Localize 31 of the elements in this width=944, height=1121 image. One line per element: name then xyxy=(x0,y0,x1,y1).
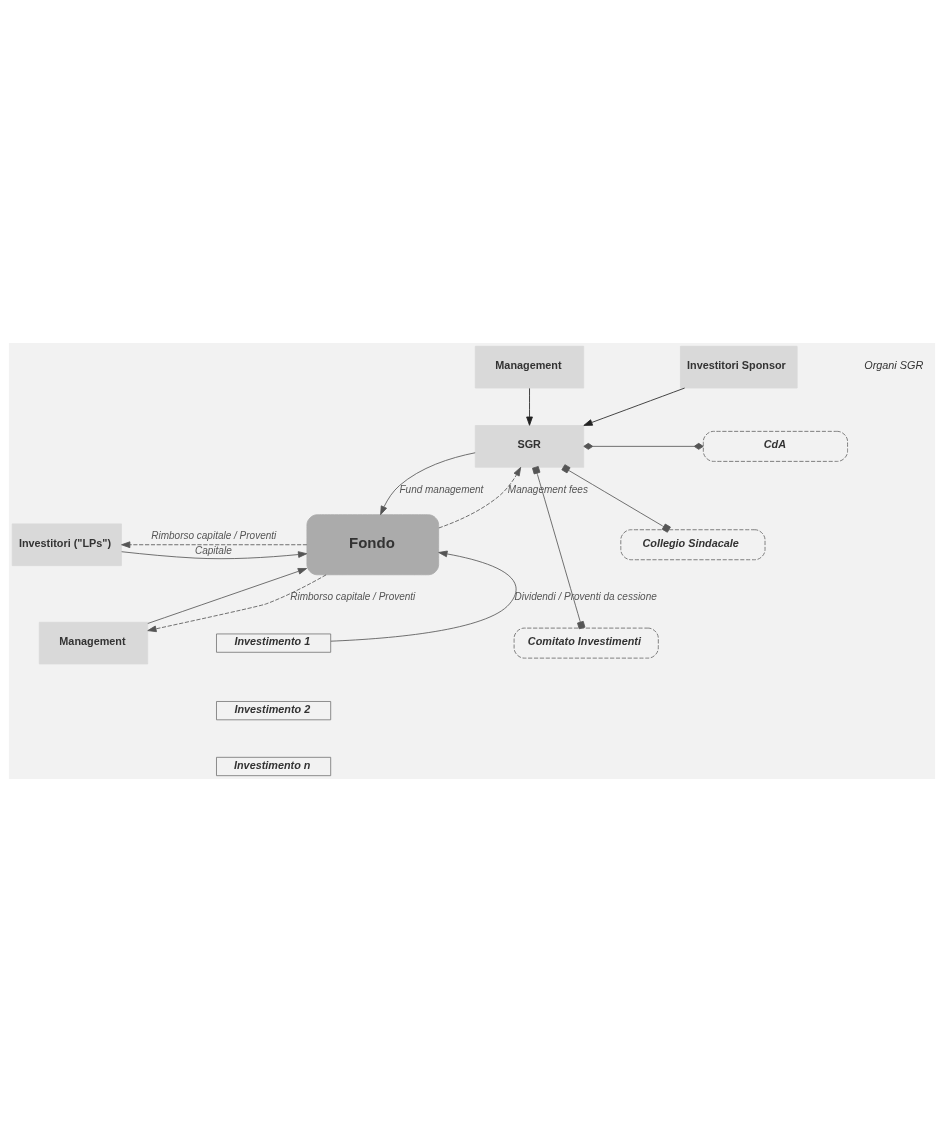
edge-label: Rimborso capitale / Proventi xyxy=(151,529,277,541)
connector xyxy=(532,465,586,629)
node-box: Comitato Investimenti xyxy=(513,627,659,659)
arrow xyxy=(380,451,476,515)
connector xyxy=(583,442,704,450)
edge-label: Fund management xyxy=(399,483,484,495)
node-box: SGR xyxy=(474,424,585,468)
arrow xyxy=(147,573,327,632)
node-box: Investimento 1 xyxy=(216,633,332,653)
connector xyxy=(561,463,671,533)
node-box: Investimento 2 xyxy=(216,700,332,720)
label: Organi SGR xyxy=(864,358,924,371)
edge-label: Management fees xyxy=(507,483,588,495)
node-box: Investimento n xyxy=(216,756,332,776)
arrow xyxy=(147,567,308,624)
edge-label: Dividendi / Proventi da cessione xyxy=(514,590,657,602)
arrow xyxy=(330,550,517,642)
edge-label: Capitale xyxy=(195,544,232,556)
arrow xyxy=(583,387,686,426)
arrow xyxy=(526,387,533,426)
node-box: Management xyxy=(474,345,585,388)
node-box: Management xyxy=(38,621,149,664)
arrow xyxy=(438,466,522,528)
arrow xyxy=(121,540,308,548)
node-box: Collegio Sindacale xyxy=(620,528,766,560)
node-box: Investitori ("LPs") xyxy=(11,523,122,566)
arrow xyxy=(121,550,308,559)
node-box: Investitori Sponsor xyxy=(680,345,798,388)
node-box: Fondo xyxy=(306,513,440,575)
edge-label: Rimborso capitale / Proventi xyxy=(290,590,416,602)
node-box: CdA xyxy=(702,430,848,462)
